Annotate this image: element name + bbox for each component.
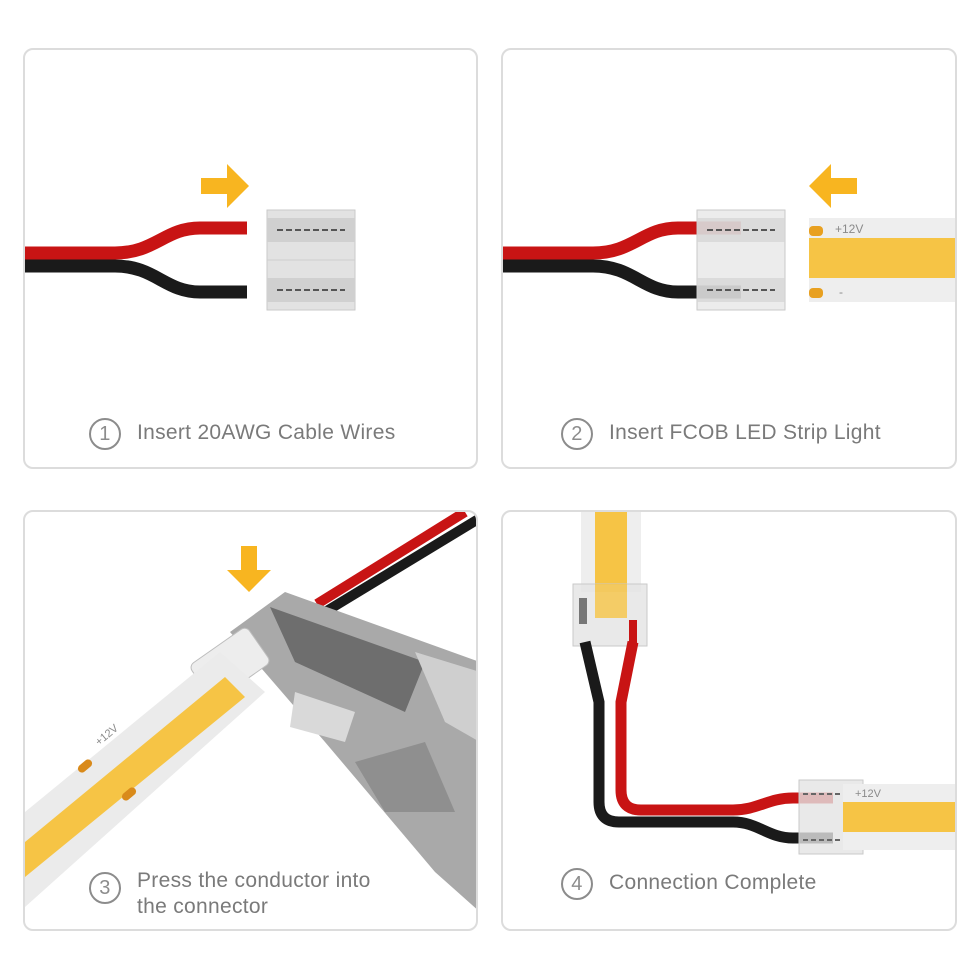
- step-2-illustration: +12V -: [503, 164, 955, 311]
- step-number-badge: 2: [561, 418, 593, 450]
- connector: [266, 209, 356, 311]
- step-3-caption-line-2: the connector: [137, 895, 269, 918]
- step-3-caption-line-1: Press the conductor into: [137, 869, 371, 892]
- led-strip: +12V: [25, 652, 265, 907]
- led-strip-horizontal: +12V: [843, 784, 955, 850]
- strip-voltage-label: +12V: [855, 788, 882, 800]
- connector: [696, 209, 786, 311]
- led-strip-vertical: [581, 512, 641, 592]
- step-3-illustration: +12V: [25, 512, 476, 909]
- black-wire: [25, 259, 247, 299]
- led-strip: +12V -: [809, 218, 955, 302]
- step-4-caption: 4 Connection Complete: [561, 868, 817, 900]
- step-number-badge: 3: [89, 872, 121, 904]
- red-wire: [314, 512, 468, 609]
- red-wire: [25, 221, 247, 260]
- step-4-panel: +12V 4 Connection Complete: [501, 510, 957, 931]
- step-3-caption: 3 Press the conductor into the connector: [89, 868, 371, 920]
- connector-top: [572, 583, 648, 647]
- press-tool: [230, 592, 476, 909]
- step-1-illustration: [25, 164, 356, 311]
- step-2-caption: 2 Insert FCOB LED Strip Light: [561, 418, 881, 450]
- red-wire: [615, 640, 833, 816]
- step-2-caption-text: Insert FCOB LED Strip Light: [609, 421, 881, 444]
- step-1-caption-text: Insert 20AWG Cable Wires: [137, 421, 396, 444]
- strip-minus-label: -: [839, 285, 843, 299]
- step-2-panel: +12V - 2 Insert FCOB LED Strip Light: [501, 48, 957, 469]
- red-wire: [503, 221, 741, 260]
- step-1-panel: 1 Insert 20AWG Cable Wires: [23, 48, 478, 469]
- step-number-badge: 4: [561, 868, 593, 900]
- arrow-right-icon: [201, 164, 249, 208]
- step-number-badge: 1: [89, 418, 121, 450]
- strip-voltage-label: +12V: [835, 222, 863, 236]
- black-wire: [579, 640, 833, 844]
- step-4-caption-text: Connection Complete: [609, 871, 817, 894]
- arrow-left-icon: [809, 164, 857, 208]
- arrow-down-icon: [227, 546, 271, 592]
- black-wire: [503, 259, 741, 299]
- step-3-panel: +12V 3 Press the conductor into the conn…: [23, 510, 478, 931]
- black-wire: [322, 514, 476, 617]
- step-1-caption: 1 Insert 20AWG Cable Wires: [89, 418, 396, 450]
- step-4-illustration: +12V: [572, 512, 955, 855]
